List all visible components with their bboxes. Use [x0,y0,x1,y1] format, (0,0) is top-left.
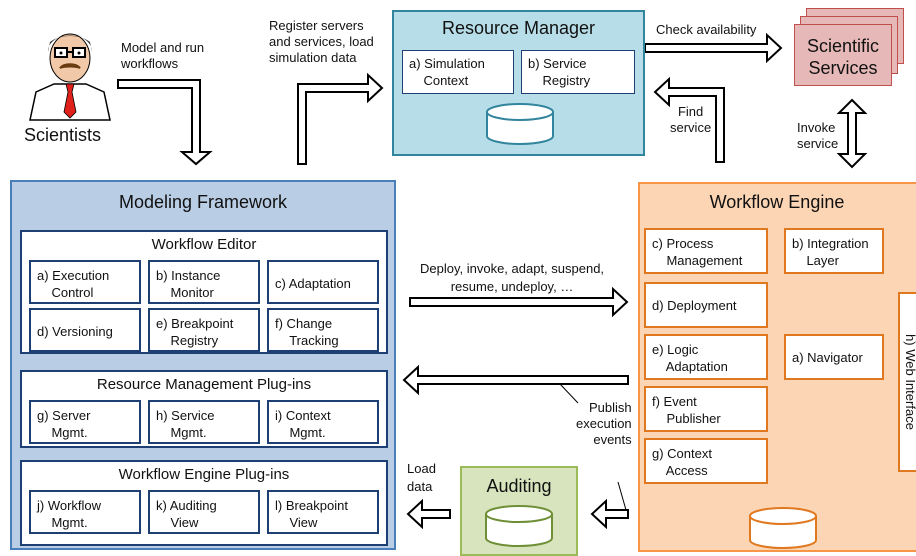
check-availability-arrow [644,32,783,64]
adaptation[interactable]: c) Adaptation [267,260,379,304]
workflow-mgmt[interactable]: j) Workflow Mgmt. [29,490,141,534]
server-mgmt[interactable]: g) Server Mgmt. [29,400,141,444]
engine-plugins-title: Workflow Engine Plug-ins [118,466,290,483]
deploy-label: Deploy, invoke, adapt, suspend, resume, … [420,261,605,294]
check-availability-label: Check availability [656,22,757,37]
register-arrow [297,72,384,165]
scientific-services-label: Scientific Services [806,36,880,78]
service-registry[interactable]: b) Service Registry [521,50,635,94]
navigator[interactable]: a) Navigator [784,334,884,380]
find-service-label: Find service [670,104,712,135]
process-management[interactable]: c) Process Management [644,228,768,274]
instance-monitor[interactable]: b) Instance Monitor [148,260,260,304]
workflow-editor: Workflow Editor a) Execution Control b) … [20,230,388,354]
scientific-services-box[interactable]: Scientific Services [794,24,892,86]
context-mgmt[interactable]: i) Context Mgmt. [267,400,379,444]
resource-management-plugins: Resource Management Plug-ins g) Server M… [20,370,388,448]
auditing-box[interactable]: Auditing [460,466,578,556]
resource-manager-box[interactable]: Resource Manager a) Simulation Context b… [392,10,645,156]
auditing-database-icon [485,505,553,547]
event-publisher[interactable]: f) Event Publisher [644,386,768,432]
logic-adaptation[interactable]: e) Logic Adaptation [644,334,768,380]
workflow-engine-box[interactable]: Workflow Engine c) Process Management b)… [638,182,916,552]
modeling-framework-title: Modeling Framework [118,192,288,212]
audit-events-arrow [590,498,629,530]
web-interface-label: h) Web Interface [903,334,916,430]
deployment[interactable]: d) Deployment [644,282,768,328]
model-run-label: Model and run workflows [121,40,205,71]
workflow-engine-title: Workflow Engine [709,192,845,212]
resource-plugins-title: Resource Management Plug-ins [96,376,312,393]
auditing-view[interactable]: k) Auditing View [148,490,260,534]
deploy-arrow [409,286,629,318]
model-run-arrow [117,79,213,166]
database-icon [486,103,554,145]
workflow-engine-plugins: Workflow Engine Plug-ins j) Workflow Mgm… [20,460,388,546]
breakpoint-view[interactable]: l) Breakpoint View [267,490,379,534]
integration-layer[interactable]: b) Integration Layer [784,228,884,274]
publish-events-label: Publish execution events [576,400,632,447]
invoke-service-label: Invoke service [797,120,839,151]
web-interface[interactable]: h) Web Interface [898,292,916,472]
scientists-label: Scientists [24,125,102,145]
register-label: Register servers and services, load simu… [269,18,374,65]
modeling-framework-box[interactable]: Modeling Framework Workflow Editor a) Ex… [10,180,396,550]
workflow-editor-title: Workflow Editor [151,236,257,253]
resource-manager-title: Resource Manager [441,18,596,38]
load-data-arrow [406,498,451,530]
simulation-context[interactable]: a) Simulation Context [402,50,514,94]
breakpoint-registry[interactable]: e) Breakpoint Registry [148,308,260,352]
invoke-service-arrow [836,98,868,169]
load-data-label: Load data [407,461,436,494]
change-tracking[interactable]: f) Change Tracking [267,308,379,352]
execution-control[interactable]: a) Execution Control [29,260,141,304]
context-access[interactable]: g) Context Access [644,438,768,484]
publish-events-arrow [402,364,629,396]
versioning[interactable]: d) Versioning [29,308,141,352]
auditing-title: Auditing [486,476,552,496]
service-mgmt[interactable]: h) Service Mgmt. [148,400,260,444]
engine-database-icon [749,507,817,549]
find-service-arrow [653,76,725,163]
